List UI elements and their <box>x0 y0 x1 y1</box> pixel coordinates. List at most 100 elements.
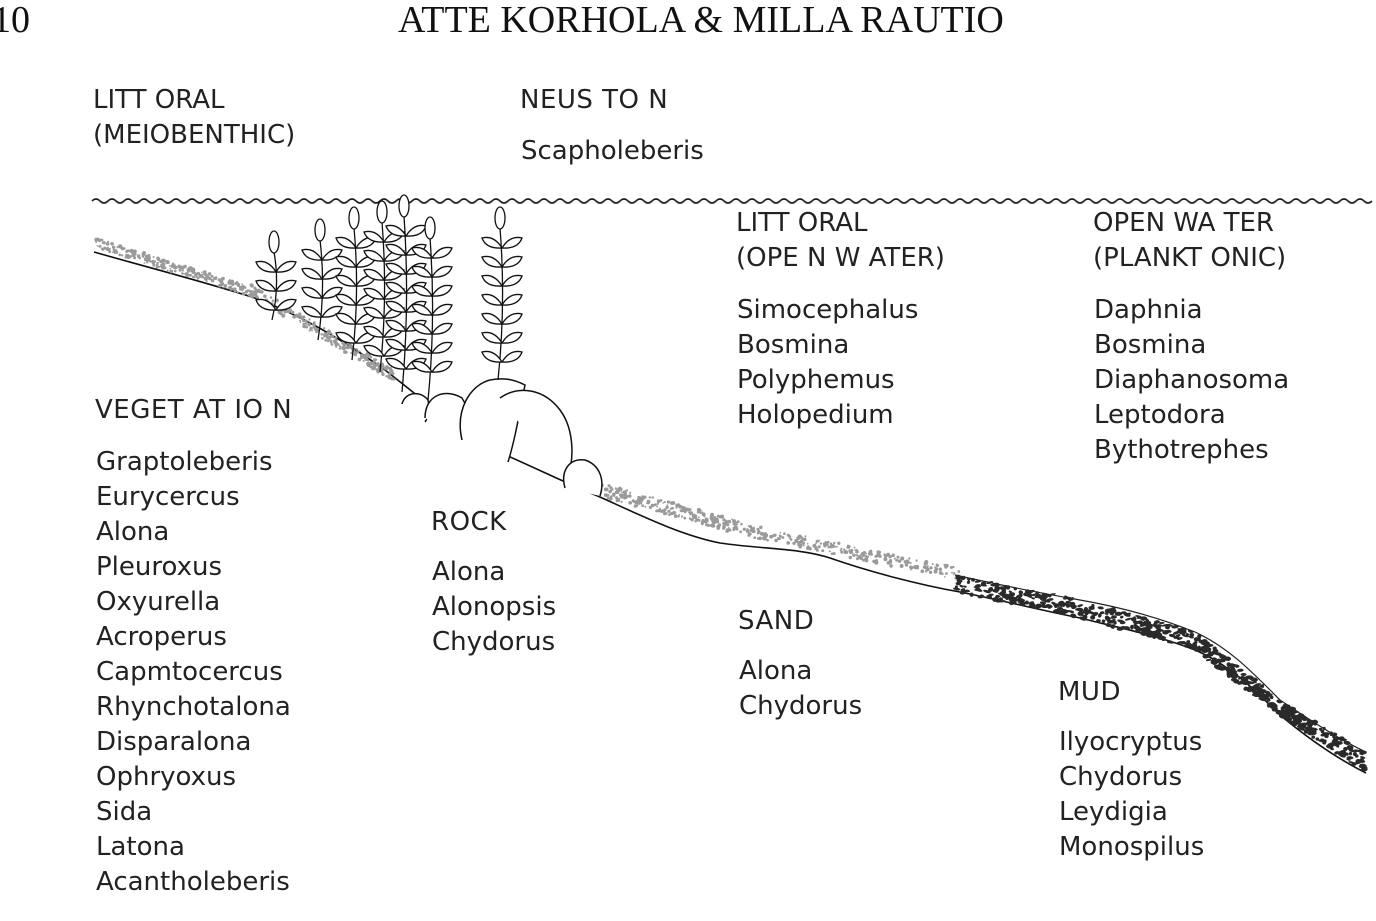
mud-pebble <box>1117 619 1125 623</box>
plant-leaf <box>376 200 388 224</box>
sand-grain <box>673 514 678 518</box>
taxon-name: Bosmina <box>737 330 850 360</box>
plant-leaf <box>320 286 343 299</box>
sand-grain <box>607 484 611 488</box>
sand-grain <box>355 348 359 351</box>
sand-grain <box>326 339 330 343</box>
sand-grain <box>878 554 882 558</box>
sand-grain <box>680 515 684 518</box>
sand-grain <box>666 504 669 506</box>
mud-pebble <box>1120 611 1127 615</box>
sand-grain <box>302 315 306 319</box>
mud-pebble <box>980 581 985 586</box>
sand-grain <box>364 354 368 357</box>
sand-grain <box>227 286 231 289</box>
sand-grain <box>850 548 854 552</box>
mud-pebble <box>1289 720 1296 725</box>
sand-grain <box>305 326 309 329</box>
sand-grain <box>829 542 833 545</box>
sand-grain <box>152 256 155 258</box>
sand-grain <box>752 526 755 530</box>
sand-grain <box>603 493 608 497</box>
mud-pebble <box>1018 590 1024 595</box>
mud-pebble <box>1028 601 1035 605</box>
sand-grain <box>951 571 953 574</box>
sand-grain <box>124 255 128 259</box>
plant-leaf <box>385 338 408 351</box>
sand-grain <box>342 343 347 347</box>
sand-grain <box>897 559 902 563</box>
taxon-name: Disparalona <box>96 727 252 757</box>
sand-grain <box>391 369 394 372</box>
sand-grain <box>313 321 316 324</box>
sand-grain <box>852 553 856 558</box>
mud-pebble <box>1319 729 1325 732</box>
mud-pebble <box>1286 715 1291 718</box>
mud-pebble <box>1035 591 1039 596</box>
plant-leaf <box>411 360 434 373</box>
taxon-name: Pleuroxus <box>96 552 223 582</box>
sand-grain <box>694 520 697 523</box>
mud-pebble <box>1048 593 1056 596</box>
zone-heading-subtitle: (OPE N W ATER) <box>736 243 945 273</box>
sand-grain <box>144 259 146 262</box>
mud-pebble <box>1359 750 1367 755</box>
mud-pebble <box>1329 733 1333 737</box>
mud-pebble <box>1171 625 1179 629</box>
sand-grain <box>97 238 101 242</box>
plant-leaf <box>335 312 358 325</box>
plant-leaf <box>385 224 408 237</box>
sand-grain <box>906 559 909 563</box>
mud-pebble <box>992 588 999 593</box>
mud-pebble <box>998 600 1006 603</box>
sand-grain <box>201 275 205 279</box>
sand-grain <box>824 542 829 547</box>
mud-pebble <box>1139 623 1144 627</box>
sand-grain <box>329 339 332 342</box>
sand-grain <box>851 551 854 554</box>
sand-grain <box>204 273 208 277</box>
sand-grain <box>207 276 211 280</box>
sand-grain <box>624 492 627 495</box>
mud-pebble <box>1238 677 1242 680</box>
plant-leaf <box>430 341 453 354</box>
mud-pebble <box>1097 606 1104 610</box>
sand-grain <box>610 495 613 498</box>
mud-pebble <box>1165 625 1170 630</box>
sand-grain <box>798 544 802 549</box>
mud-pebble <box>1161 624 1169 627</box>
sand-grain <box>756 527 760 531</box>
mud-pebble <box>1035 603 1042 609</box>
plant-leaf <box>481 236 504 249</box>
plant-leaf <box>320 267 343 280</box>
mud-pebble <box>1286 704 1291 707</box>
sand-grain <box>202 270 207 274</box>
plant-leaf <box>481 293 504 306</box>
sand-grain <box>161 265 165 270</box>
sand-grain <box>168 265 171 267</box>
sand-grain <box>793 542 796 545</box>
sand-grain <box>660 509 664 513</box>
sand-grain <box>174 269 177 273</box>
sand-grain <box>349 343 352 346</box>
sand-grain <box>855 554 858 557</box>
plant-leaf <box>363 249 386 262</box>
sand-grain <box>658 507 661 510</box>
sand-grain <box>334 336 337 339</box>
mud-pebble <box>1354 754 1359 758</box>
mud-pebble <box>1335 740 1343 745</box>
mud-pebble <box>1168 633 1176 638</box>
sand-grain <box>815 548 819 552</box>
mud-pebble <box>1031 597 1035 600</box>
sand-grain <box>388 366 393 371</box>
sand-grain <box>802 544 805 547</box>
mud-pebble <box>1067 596 1072 601</box>
plant-leaf <box>335 293 358 306</box>
taxon-name: Capmtocercus <box>96 657 283 687</box>
sand-grain <box>812 543 817 548</box>
taxon-name: Chydorus <box>432 627 556 657</box>
plant-leaf <box>385 281 408 294</box>
sand-grain <box>298 312 302 316</box>
